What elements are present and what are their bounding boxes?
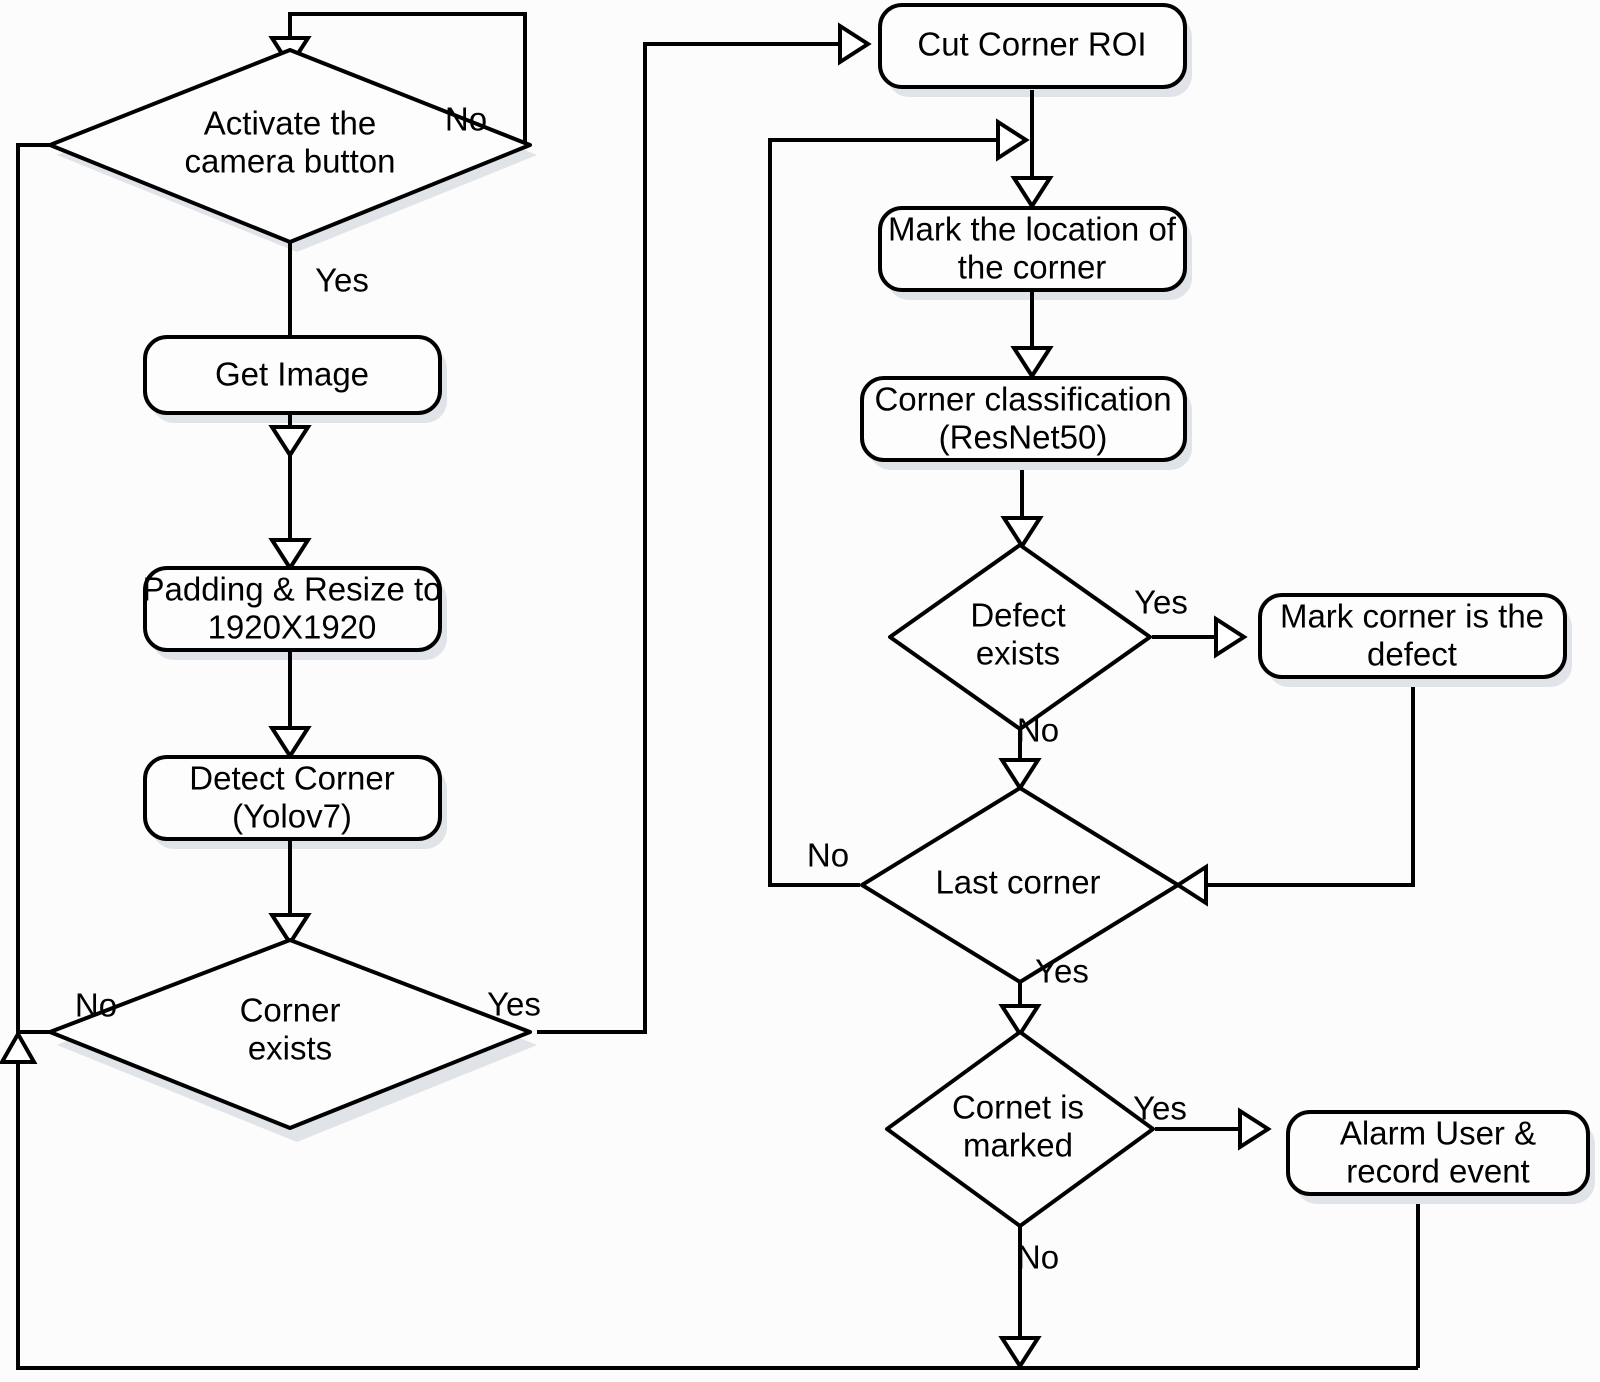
arrow-lastcorner-no-head: [996, 118, 1030, 162]
last-corner-label: Last corner: [935, 864, 1100, 901]
corner-exists-label-line1: Corner: [240, 992, 341, 1029]
activate-camera-label-line1: Activate the: [204, 105, 376, 142]
arrow-lastcorner-head: [998, 758, 1042, 792]
padding-resize-box: [143, 566, 442, 652]
edge-bottom-return-bus: [16, 1060, 1418, 1370]
edge-label-lastcorner-yes: Yes: [1035, 953, 1089, 990]
corner-classification-label-line1: Corner classification: [874, 381, 1171, 418]
edge-cornerexists-no: [16, 143, 120, 1034]
corner-classification-label-line2: (ResNet50): [939, 419, 1108, 456]
arrow-marklocation-head: [1010, 176, 1054, 210]
cornet-is-marked-diamond: [885, 1030, 1155, 1228]
node-activate-camera[interactable]: Activate the camera button: [48, 48, 532, 244]
node-padding-resize[interactable]: Padding & Resize to 1920X1920: [142, 566, 442, 652]
edge-markdefect-to-lastcorner: [1208, 687, 1415, 887]
edge-cornerexists-yes: [537, 42, 838, 1034]
corner-exists-label-line2: exists: [248, 1030, 332, 1067]
cornet-is-marked-label-line2: marked: [963, 1127, 1073, 1164]
edge-label-activate-no: No: [445, 101, 487, 138]
edge-activate-no: [288, 12, 527, 145]
node-get-image[interactable]: Get Image: [143, 335, 442, 415]
activate-camera-label-line2: camera button: [185, 143, 396, 180]
arrow-cutcorner-head: [838, 22, 872, 66]
cut-corner-roi-label: Cut Corner ROI: [917, 26, 1146, 63]
node-corner-classification[interactable]: Corner classification (ResNet50): [860, 376, 1187, 462]
arrow-detect-head: [268, 726, 312, 760]
edge-label-defect-yes: Yes: [1134, 584, 1188, 621]
last-corner-diamond: [860, 786, 1180, 984]
arrow-getimage-mid: [268, 425, 312, 459]
edge-label-cornetmarked-no: No: [1017, 1239, 1059, 1276]
cornet-is-marked-label-line1: Cornet is: [952, 1089, 1084, 1126]
arrow-alarmuser-head: [1238, 1107, 1272, 1151]
padding-resize-label-line2: 1920X1920: [208, 609, 377, 646]
mark-location-box: [878, 206, 1187, 292]
node-detect-corner[interactable]: Detect Corner (Yolov7): [143, 755, 442, 841]
arrow-cornetmarked-head: [998, 1004, 1042, 1038]
arrow-lastcorner-right-head: [1174, 863, 1208, 907]
edge-label-activate-yes: Yes: [315, 262, 369, 299]
arrow-padding-head: [268, 538, 312, 572]
alarm-user-label-line2: record event: [1346, 1153, 1529, 1190]
mark-location-label-line1: Mark the location of: [888, 211, 1177, 248]
detect-corner-label-line1: Detect Corner: [189, 760, 394, 797]
arrow-markdefect-head: [1214, 615, 1248, 659]
arrow-cornerexists-no-up: [0, 1029, 38, 1064]
edge-label-group: No Yes No Yes Yes No No Yes Yes No: [75, 101, 1188, 1276]
get-image-box: [143, 335, 442, 415]
node-cut-corner-roi[interactable]: Cut Corner ROI: [878, 3, 1187, 89]
defect-exists-label-line1: Defect: [970, 597, 1065, 634]
defect-exists-label-line2: exists: [976, 635, 1060, 672]
arrow-defect-head: [1000, 516, 1044, 550]
edge-lastcorner-no: [768, 138, 998, 887]
corner-classification-box: [860, 376, 1187, 462]
alarm-user-box: [1286, 1110, 1590, 1196]
corner-exists-diamond: [48, 938, 532, 1130]
alarm-user-label-line1: Alarm User &: [1340, 1115, 1536, 1152]
node-alarm-user[interactable]: Alarm User & record event: [1286, 1110, 1590, 1196]
node-defect-exists[interactable]: Defect exists: [888, 543, 1152, 731]
padding-resize-label-line1: Padding & Resize to: [142, 571, 441, 608]
node-corner-exists[interactable]: Corner exists: [48, 938, 532, 1130]
node-last-corner[interactable]: Last corner: [860, 786, 1180, 984]
detect-corner-box: [143, 755, 442, 841]
get-image-label: Get Image: [215, 356, 369, 393]
mark-corner-defect-label-line2: defect: [1367, 636, 1457, 673]
mark-corner-defect-label-line1: Mark corner is the: [1280, 598, 1544, 635]
node-mark-corner-defect[interactable]: Mark corner is the defect: [1258, 593, 1567, 679]
arrow-classification-head: [1010, 346, 1054, 380]
activate-camera-diamond: [48, 48, 532, 244]
edge-label-cornerexists-no: No: [75, 987, 117, 1024]
node-mark-location[interactable]: Mark the location of the corner: [878, 206, 1187, 292]
mark-location-label-line2: the corner: [958, 249, 1107, 286]
edge-label-cornerexists-yes: Yes: [487, 986, 541, 1023]
edge-label-cornetmarked-yes: Yes: [1133, 1090, 1187, 1127]
edge-label-lastcorner-no: No: [807, 837, 849, 874]
cut-corner-roi-box: [878, 3, 1187, 89]
edge-label-defect-no: No: [1017, 712, 1059, 749]
arrow-cornerexists-head: [268, 913, 312, 947]
detect-corner-label-line2: (Yolov7): [232, 798, 352, 835]
arrow-cornetmarked-no-head: [998, 1336, 1042, 1370]
defect-exists-diamond: [888, 543, 1152, 731]
node-cornet-is-marked[interactable]: Cornet is marked: [885, 1030, 1155, 1228]
mark-corner-defect-box: [1258, 593, 1567, 679]
